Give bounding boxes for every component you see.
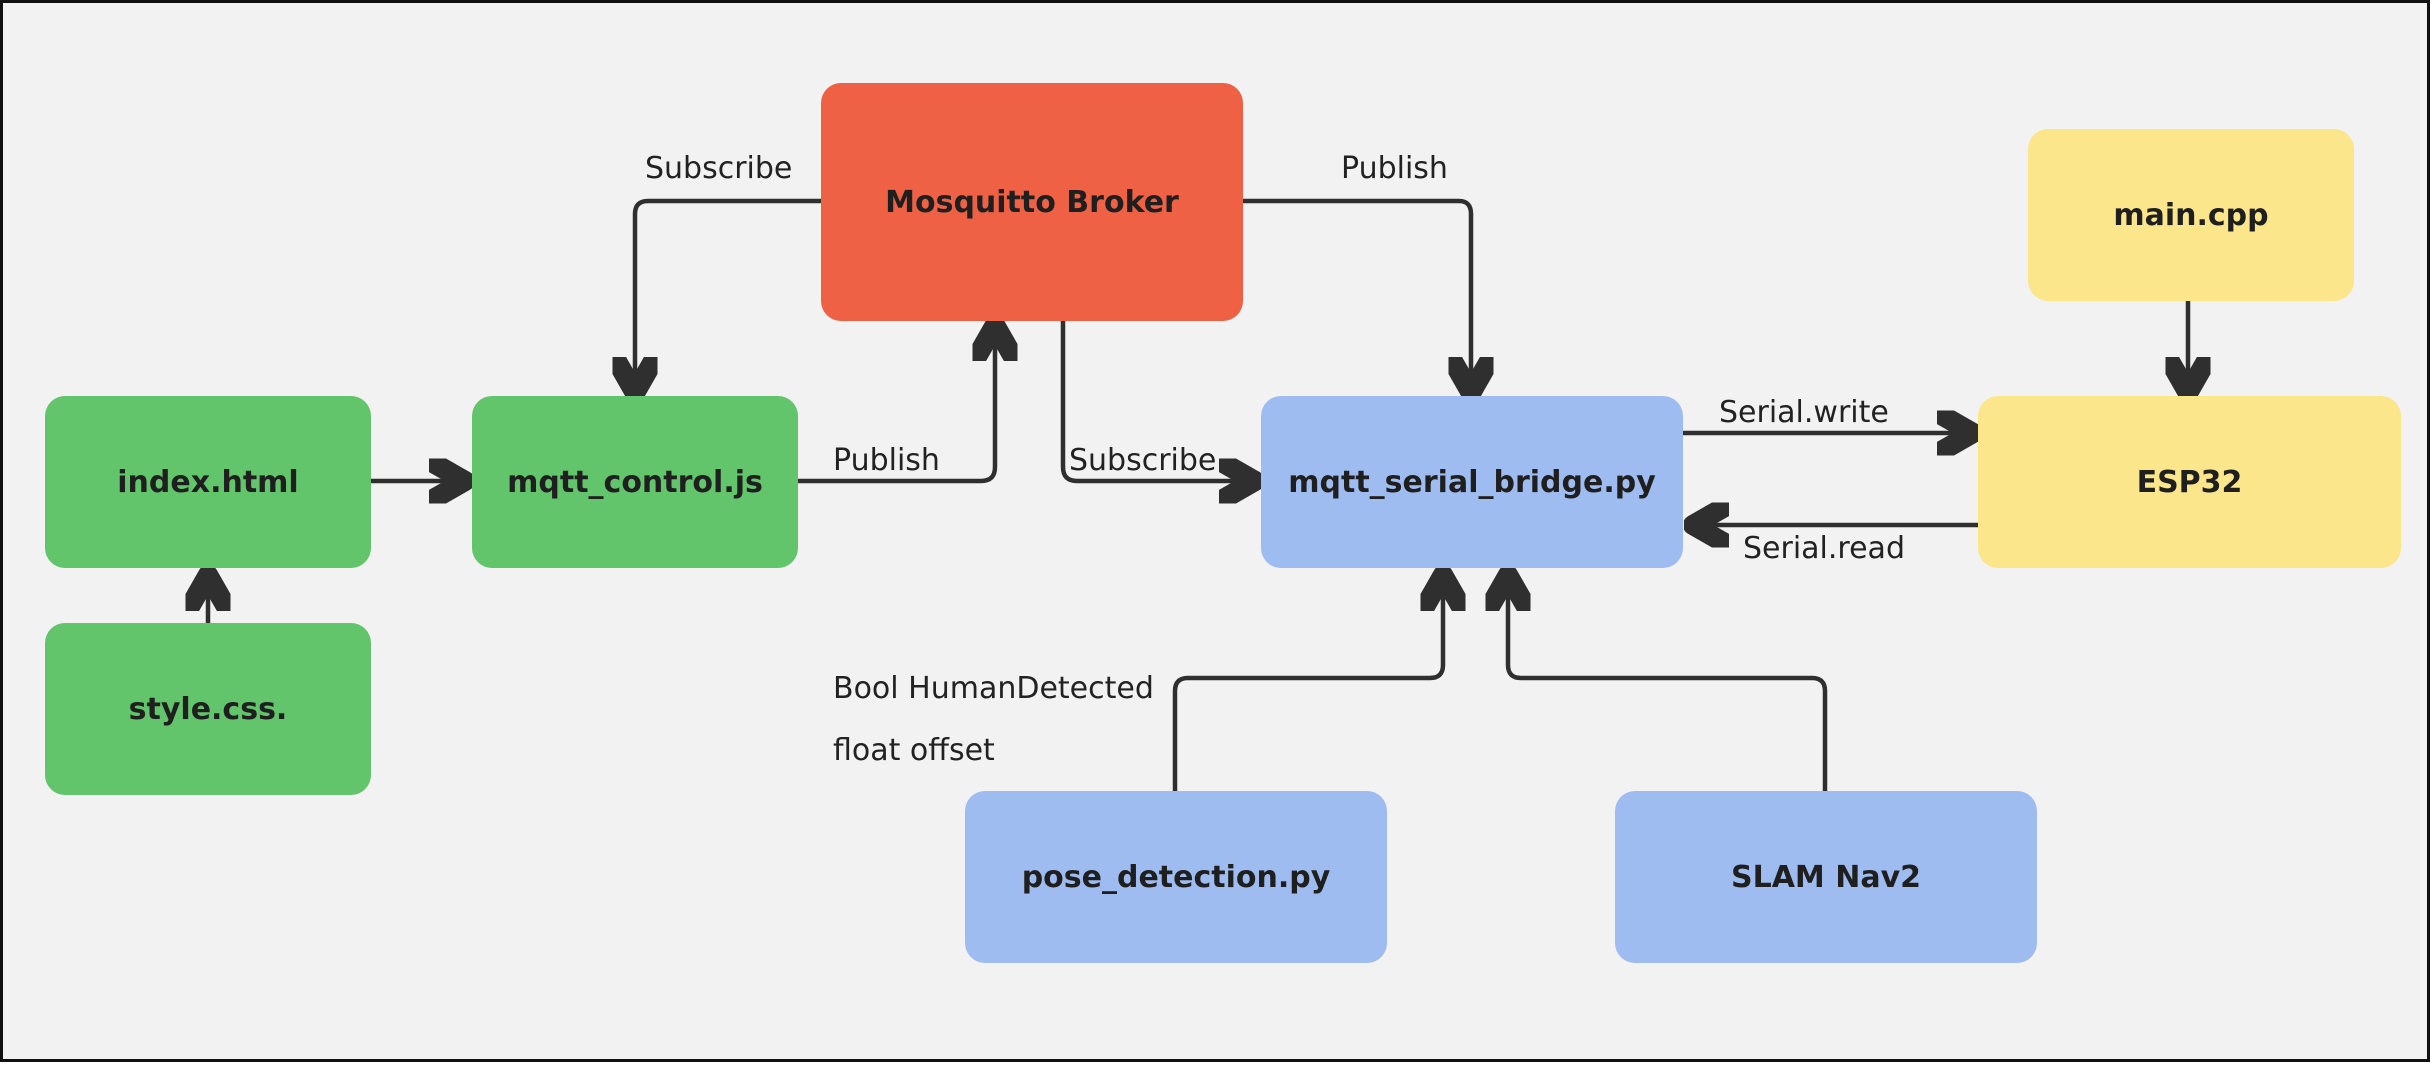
edge-label-serial-write: Serial.write (1719, 395, 1889, 430)
edge-slam-to-bridge (1508, 575, 1828, 791)
node-mqtt-control-js-label: mqtt_control.js (507, 464, 763, 500)
edge-label-subscribe-bridge: Subscribe (1069, 443, 1217, 478)
edge-mqtt-control-to-broker (798, 325, 995, 484)
edge-label-publish-js: Publish (833, 443, 940, 478)
node-main-cpp[interactable]: main.cpp (2028, 129, 2354, 301)
node-mqtt-serial-bridge[interactable]: mqtt_serial_bridge.py (1261, 396, 1683, 568)
edge-broker-to-bridge-publish (1243, 198, 1471, 393)
edge-label-subscribe-left: Subscribe (645, 151, 793, 186)
node-slam-nav2[interactable]: SLAM Nav2 (1615, 791, 2037, 963)
node-main-cpp-label: main.cpp (2113, 197, 2269, 233)
node-slam-nav2-label: SLAM Nav2 (1730, 859, 1922, 895)
node-pose-detection[interactable]: pose_detection.py (965, 791, 1387, 963)
edge-label-serial-read: Serial.read (1743, 531, 1905, 566)
node-style-css[interactable]: style.css. (45, 623, 371, 795)
node-mqtt-control-js[interactable]: mqtt_control.js (472, 396, 798, 568)
edge-pose-to-bridge (1172, 575, 1443, 791)
node-esp32-label: ESP32 (2136, 464, 2243, 500)
node-mqtt-serial-bridge-label: mqtt_serial_bridge.py (1288, 464, 1656, 500)
edge-label-publish-right: Publish (1341, 151, 1448, 186)
edge-label-float-offset: float offset (833, 733, 995, 768)
node-mosquitto-broker[interactable]: Mosquitto Broker (821, 83, 1243, 321)
node-esp32[interactable]: ESP32 (1978, 396, 2401, 568)
node-index-html[interactable]: index.html (45, 396, 371, 568)
node-pose-detection-label: pose_detection.py (1021, 859, 1331, 895)
node-style-css-label: style.css. (128, 691, 288, 727)
node-mosquitto-broker-label: Mosquitto Broker (885, 184, 1179, 220)
node-index-html-label: index.html (117, 464, 299, 500)
edge-broker-to-bridge-subscribe (1060, 321, 1255, 481)
edge-broker-to-mqtt-control (635, 198, 821, 393)
edges-layer (3, 198, 2430, 791)
edge-label-bool-humandetected: Bool HumanDetected (833, 671, 1154, 706)
